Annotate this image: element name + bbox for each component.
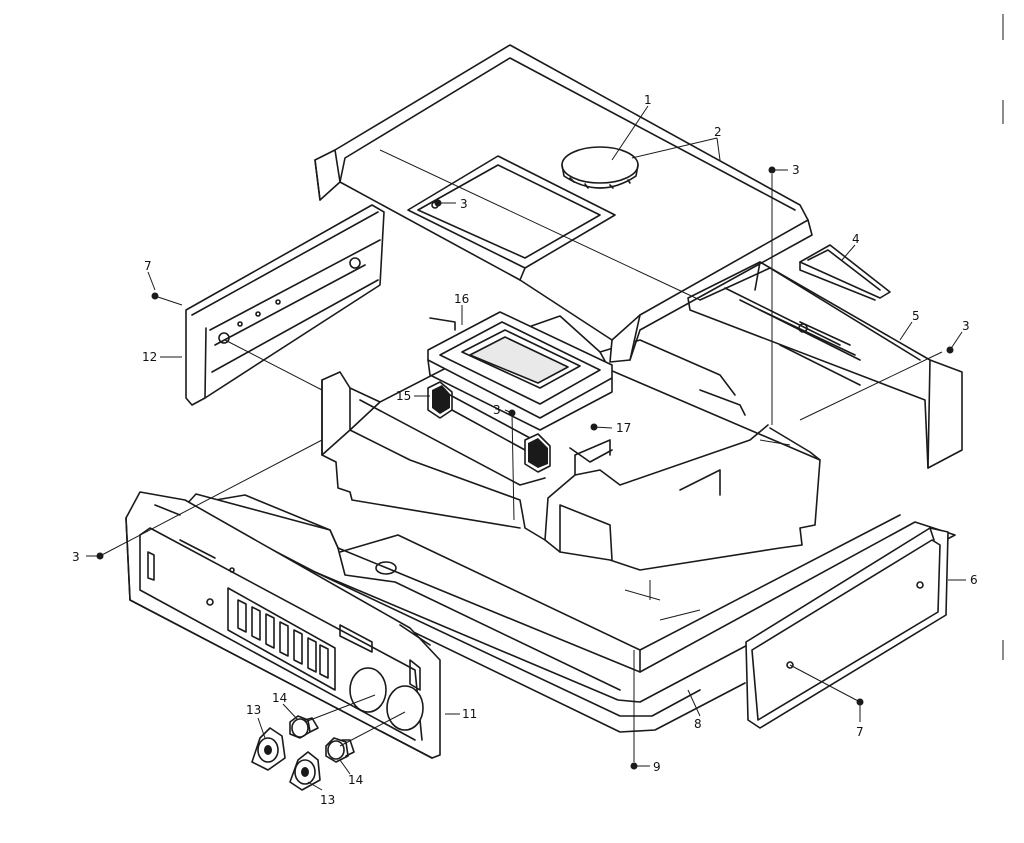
top-cover-part-2 — [314, 44, 813, 363]
side-panel-part-12 — [185, 204, 385, 406]
callout-14-a: 14 — [272, 691, 287, 705]
callout-5: 5 — [912, 309, 920, 323]
callout-9: 9 — [653, 760, 661, 774]
callout-13-a: 13 — [246, 703, 261, 717]
chassis-frame — [321, 315, 821, 571]
callout-13-b: 13 — [320, 793, 335, 807]
callout-7-right: 7 — [856, 725, 864, 739]
callout-3-left: 3 — [72, 550, 80, 564]
connectors-part-15 — [427, 381, 551, 473]
callout-3-center: 3 — [493, 403, 501, 417]
callout-4: 4 — [852, 232, 860, 246]
callout-7-left: 7 — [144, 259, 152, 273]
callout-2: 2 — [714, 125, 722, 139]
base-plate-part-8 — [181, 493, 956, 733]
callout-14-b: 14 — [348, 773, 363, 787]
callout-15: 15 — [396, 389, 411, 403]
callout-labels: 1 2 3 3 3 3 3 4 5 6 7 7 8 9 11 12 13 13 … — [72, 93, 978, 807]
rear-panel-part-5 — [687, 261, 963, 469]
knob-part-13-b — [289, 751, 321, 791]
callout-11: 11 — [462, 707, 477, 721]
bracket-part-4 — [799, 244, 891, 301]
round-lid-part-1 — [561, 146, 639, 189]
callout-17: 17 — [616, 421, 631, 435]
tray-part-16 — [427, 311, 613, 431]
leader-lines — [86, 105, 966, 791]
callout-1: 1 — [644, 93, 652, 107]
callout-16: 16 — [454, 292, 469, 306]
knob-part-14-a — [289, 715, 319, 739]
knob-part-14-b — [325, 737, 355, 763]
side-panel-part-6 — [745, 527, 949, 729]
callout-3-right: 3 — [962, 319, 970, 333]
callout-3-top-right: 3 — [792, 163, 800, 177]
callout-12: 12 — [142, 350, 157, 364]
callout-6: 6 — [970, 573, 978, 587]
knob-part-13-a — [251, 727, 286, 771]
callout-3-top: 3 — [460, 197, 468, 211]
callout-8: 8 — [694, 717, 702, 731]
